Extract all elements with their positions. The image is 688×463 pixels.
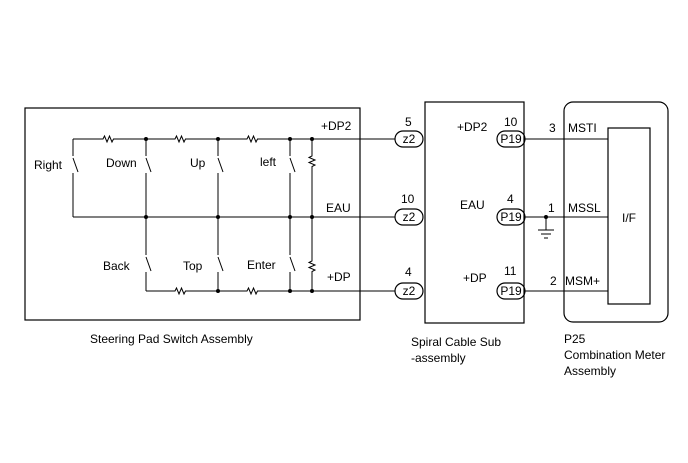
switch-label-back: Back bbox=[103, 259, 131, 273]
meter-signal-msm: MSM+ bbox=[565, 274, 600, 288]
combination-meter-box bbox=[563, 101, 669, 323]
pin-number: 11 bbox=[504, 264, 517, 278]
connector-p19-label: P19 bbox=[500, 284, 522, 298]
connector-z2 bbox=[394, 208, 424, 226]
resistor-symbol bbox=[99, 135, 119, 143]
resistor-symbol bbox=[308, 152, 316, 172]
meter-pin: 1 bbox=[548, 201, 555, 215]
switch-top-blade bbox=[217, 256, 224, 272]
junction-dot bbox=[288, 289, 292, 293]
pin-number: 5 bbox=[405, 115, 412, 129]
resistor-symbol bbox=[171, 135, 191, 143]
steering-assembly-label: Steering Pad Switch Assembly bbox=[90, 332, 253, 346]
meter-signal-msti: MSTI bbox=[568, 121, 597, 135]
switch-label-down: Down bbox=[106, 156, 137, 170]
switch-up-blade bbox=[217, 157, 224, 173]
meter-pin: 3 bbox=[549, 121, 556, 135]
resistor-symbol bbox=[243, 135, 263, 143]
connector-z2-label: z2 bbox=[403, 210, 416, 224]
connector-z2 bbox=[394, 282, 424, 300]
junction-dot bbox=[144, 215, 148, 219]
switch-label-left: left bbox=[260, 155, 277, 169]
resistor-symbol bbox=[171, 287, 191, 295]
output-label-dp: +DP bbox=[327, 270, 351, 284]
junction-dot bbox=[288, 215, 292, 219]
connector-p19-label: P19 bbox=[500, 132, 522, 146]
pin-number: 10 bbox=[401, 192, 415, 206]
spiral-cable-label-2: -assembly bbox=[411, 351, 466, 365]
output-label-dp2: +DP2 bbox=[321, 119, 352, 133]
switch-label-enter: Enter bbox=[247, 258, 276, 272]
meter-signal-mssl: MSSL bbox=[568, 201, 601, 215]
junction-dot bbox=[310, 289, 314, 293]
junction-dot bbox=[216, 289, 220, 293]
switch-label-right: Right bbox=[34, 158, 63, 172]
switch-label-top: Top bbox=[183, 259, 203, 273]
switch-down-blade bbox=[145, 157, 152, 173]
spiral-signal-dp2: +DP2 bbox=[457, 120, 488, 134]
switch-left-blade bbox=[289, 157, 296, 173]
resistor-symbol bbox=[308, 257, 316, 277]
connector-z2-label: z2 bbox=[403, 284, 416, 298]
junction-dot bbox=[310, 215, 314, 219]
spiral-signal-dp: +DP bbox=[463, 271, 487, 285]
junction-dot bbox=[144, 137, 148, 141]
junction-dot bbox=[216, 215, 220, 219]
output-label-eau: EAU bbox=[326, 201, 351, 215]
steering-assembly-box bbox=[24, 107, 361, 321]
pin-number: 4 bbox=[405, 265, 412, 279]
meter-label-1: Combination Meter bbox=[564, 348, 665, 362]
interface-label: I/F bbox=[622, 211, 636, 225]
spiral-cable-label-1: Spiral Cable Sub bbox=[411, 335, 501, 349]
interface-block bbox=[607, 127, 651, 305]
switch-label-up: Up bbox=[190, 156, 206, 170]
connector-p19-label: P19 bbox=[500, 210, 522, 224]
meter-pin: 2 bbox=[550, 274, 557, 288]
junction-dot bbox=[310, 137, 314, 141]
connector-z2 bbox=[394, 130, 424, 148]
switch-enter-blade bbox=[289, 256, 296, 272]
meter-code: P25 bbox=[564, 332, 586, 346]
switch-right-blade bbox=[72, 157, 79, 173]
meter-label-2: Assembly bbox=[564, 364, 616, 378]
switch-back-blade bbox=[145, 256, 152, 272]
junction-dot bbox=[216, 137, 220, 141]
connector-z2-label: z2 bbox=[403, 132, 416, 146]
pin-number: 4 bbox=[507, 192, 514, 206]
junction-dot bbox=[288, 137, 292, 141]
pin-number: 10 bbox=[504, 115, 518, 129]
spiral-signal-eau: EAU bbox=[460, 198, 485, 212]
resistor-symbol bbox=[243, 287, 263, 295]
